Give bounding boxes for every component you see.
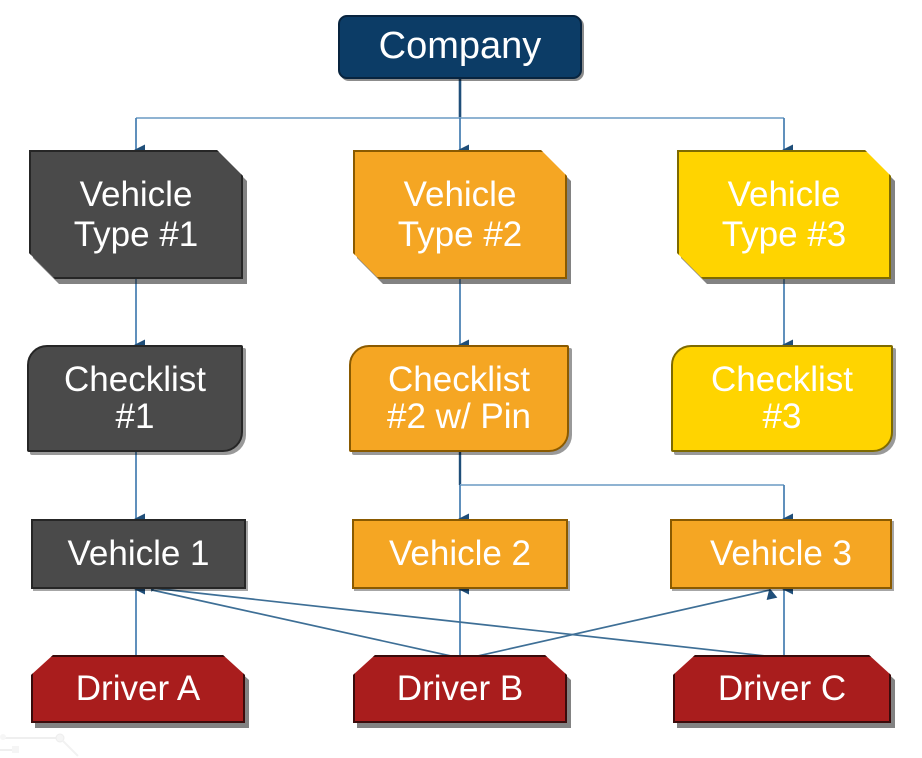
shape-face: Driver A [31,655,245,723]
node-checklist-3-line2: #3 [762,396,802,436]
shape-face: Vehicle Type #2 [353,150,567,279]
node-checklist-3-line1: Checklist [711,360,853,400]
node-driver-b[interactable]: Driver B [353,655,567,723]
node-driver-c-label: Driver C [717,669,847,708]
node-checklist-2-line2: #2 w/ Pin [387,396,531,436]
background-artifact [0,733,79,757]
node-vehicle-type-3-line1: Vehicle [727,174,841,214]
node-vehicle-2[interactable]: Vehicle 2 [352,519,568,589]
node-vehicle-1[interactable]: Vehicle 1 [31,519,246,589]
shape-face: Vehicle Type #3 [677,150,891,279]
node-vehicle-3-label: Vehicle 3 [709,533,853,573]
node-checklist-1-line1: Checklist [64,360,206,400]
node-driver-b-label: Driver B [396,669,524,708]
node-checklist-3[interactable]: Checklist #3 [671,345,893,452]
node-vehicle-1-label: Vehicle 1 [67,533,210,573]
node-checklist-2-line1: Checklist [388,360,530,400]
shape-face: Vehicle Type #1 [29,150,243,279]
node-vehicle-type-2-line2: Type #2 [397,214,523,254]
node-checklist-1[interactable]: Checklist #1 [27,345,243,452]
node-driver-a-label: Driver A [75,669,201,708]
shape-face: Driver B [353,655,567,723]
node-driver-c[interactable]: Driver C [673,655,891,723]
node-vehicle-type-3-line2: Type #3 [721,214,847,254]
node-company[interactable]: Company [338,15,582,79]
node-vehicle-type-1[interactable]: Vehicle Type #1 [29,150,243,279]
shape-face: Driver C [673,655,891,723]
node-vehicle-type-1-line2: Type #1 [73,214,199,254]
node-vehicle-type-2-line1: Vehicle [403,174,517,214]
node-vehicle-type-2[interactable]: Vehicle Type #2 [353,150,567,279]
node-vehicle-3[interactable]: Vehicle 3 [670,519,892,589]
node-vehicle-type-3[interactable]: Vehicle Type #3 [677,150,891,279]
node-checklist-1-line2: #1 [115,396,155,436]
node-company-label: Company [378,25,542,68]
node-vehicle-type-1-line1: Vehicle [79,174,193,214]
node-checklist-2[interactable]: Checklist #2 w/ Pin [349,345,569,452]
node-driver-a[interactable]: Driver A [31,655,245,723]
node-vehicle-2-label: Vehicle 2 [388,533,532,573]
